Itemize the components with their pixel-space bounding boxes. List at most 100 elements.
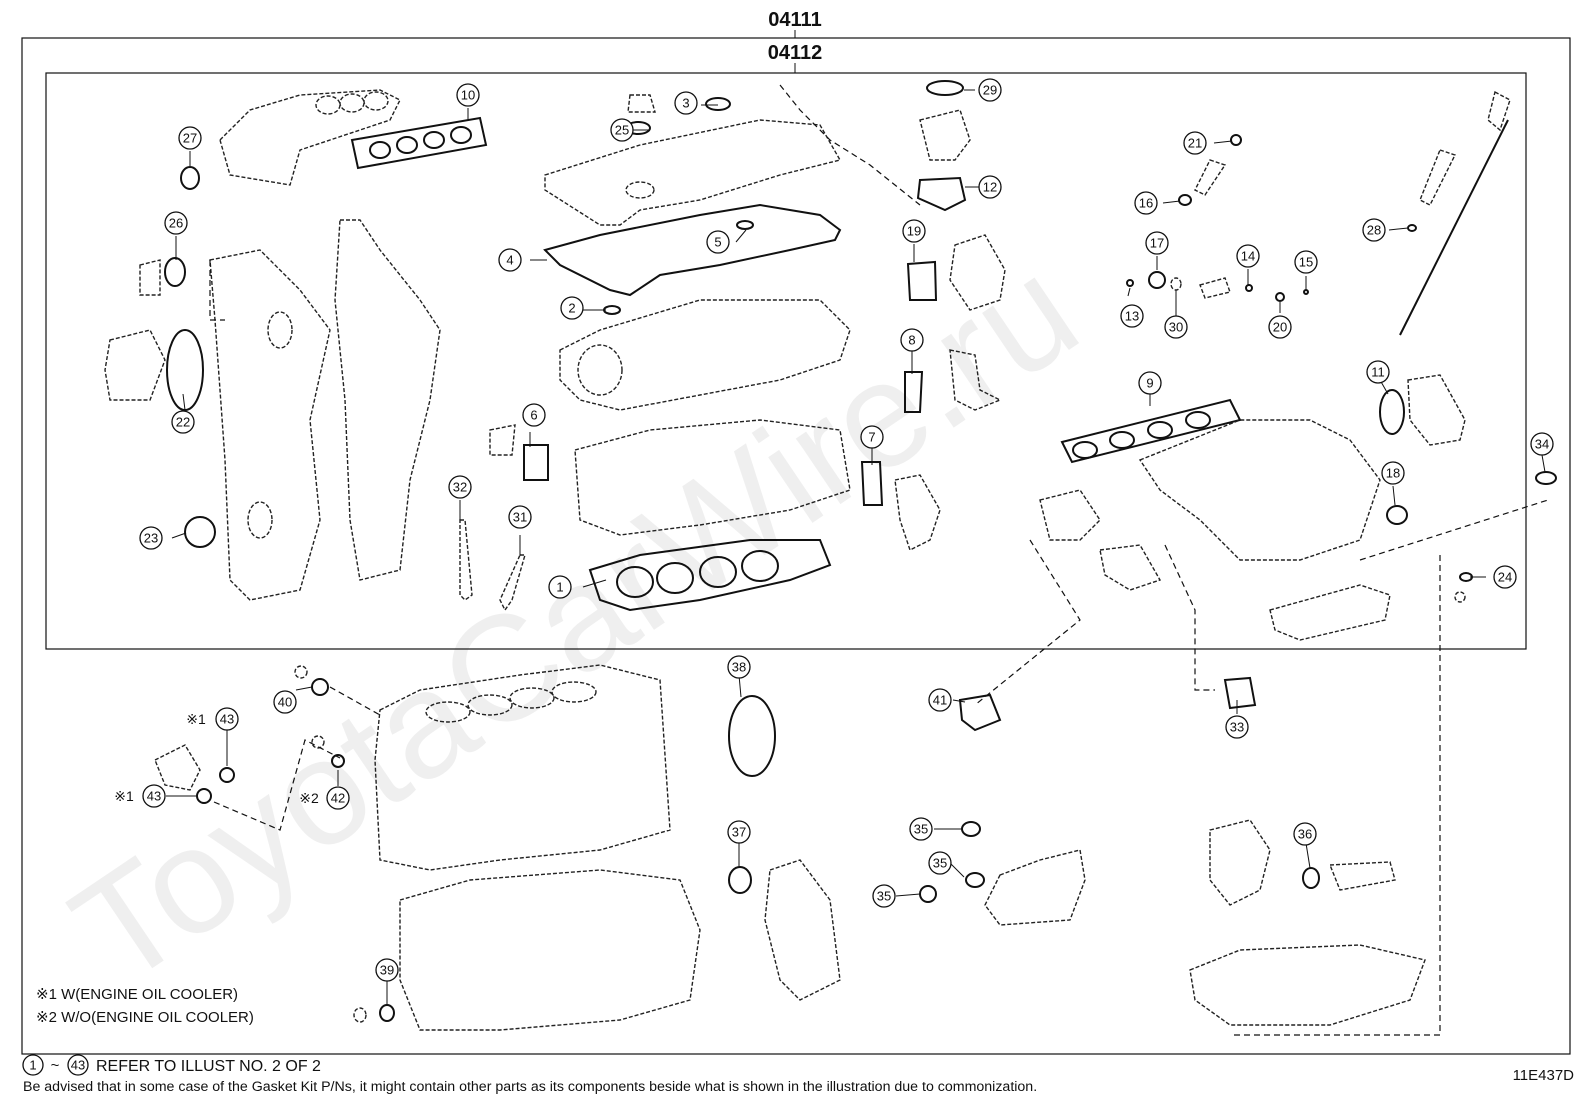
callout-31: 31 [508, 505, 532, 529]
disclaimer-text: Be advised that in some case of the Gask… [23, 1079, 1037, 1095]
callout-35b: 35 [928, 851, 952, 875]
callout-23: 23 [139, 526, 163, 550]
assembly-number-inner: 04112 [768, 42, 823, 64]
svg-text:14: 14 [1241, 249, 1255, 264]
callout-26: 26 [164, 211, 188, 235]
callout-2: 2 [560, 296, 584, 320]
callout-35a: 35 [909, 817, 933, 841]
outer-frame [21, 37, 1571, 1055]
svg-text:15: 15 [1299, 255, 1313, 270]
callout-25: 25 [610, 118, 634, 142]
watermark: ToyotaCarWire.ru [44, 225, 1105, 1017]
range-end-callout: 43 [67, 1054, 89, 1076]
callout-4: 4 [498, 248, 522, 272]
svg-text:41: 41 [933, 693, 947, 708]
callout-29: 29 [978, 78, 1002, 102]
callout-18: 18 [1381, 461, 1405, 485]
svg-text:19: 19 [907, 224, 921, 239]
svg-text:23: 23 [144, 531, 158, 546]
svg-text:37: 37 [732, 825, 746, 840]
svg-text:35: 35 [877, 889, 891, 904]
svg-text:34: 34 [1535, 437, 1549, 452]
range-note-text: REFER TO ILLUST NO. 2 OF 2 [96, 1058, 321, 1075]
svg-text:43: 43 [71, 1058, 85, 1073]
callout-12: 12 [978, 175, 1002, 199]
svg-text:33: 33 [1230, 720, 1244, 735]
callout-6: 6 [522, 403, 546, 427]
svg-text:39: 39 [380, 963, 394, 978]
callout-27: 27 [178, 126, 202, 150]
callout-33: 33 [1225, 715, 1249, 739]
svg-text:42: 42 [331, 791, 345, 806]
callout-34: 34 [1530, 432, 1554, 456]
range-separator: ~ [51, 1057, 60, 1074]
callout-43a: 43 [215, 707, 239, 731]
callout-37: 37 [727, 820, 751, 844]
callouts: 1 2 3 4 5 6 7 8 9 10 11 12 13 14 15 16 1… [114, 78, 1554, 982]
callout-13: 13 [1120, 304, 1144, 328]
svg-text:36: 36 [1298, 827, 1312, 842]
svg-text:1: 1 [556, 580, 563, 595]
range-start-callout: 1 [22, 1054, 44, 1076]
svg-text:2: 2 [568, 301, 575, 316]
svg-text:9: 9 [1146, 376, 1153, 391]
svg-text:10: 10 [461, 88, 475, 103]
callout-19: 19 [902, 219, 926, 243]
inner-frame [45, 72, 1527, 650]
svg-text:1: 1 [29, 1058, 36, 1073]
svg-text:28: 28 [1367, 223, 1381, 238]
svg-text:13: 13 [1125, 309, 1139, 324]
callout-10: 10 [456, 83, 480, 107]
svg-text:11: 11 [1371, 365, 1385, 380]
callout-8: 8 [900, 328, 924, 352]
callout-14: 14 [1236, 244, 1260, 268]
svg-text:18: 18 [1386, 466, 1400, 481]
svg-text:4: 4 [506, 253, 513, 268]
callout-3: 3 [674, 91, 698, 115]
note-with-oil-cooler: ※1 W(ENGINE OIL COOLER) [36, 986, 238, 1003]
callout-21: 21 [1183, 131, 1207, 155]
svg-text:38: 38 [732, 660, 746, 675]
callout-38: 38 [727, 655, 751, 679]
callout-7: 7 [860, 425, 884, 449]
callout-39: 39 [375, 958, 399, 982]
range-note: 1 ~ 43 REFER TO ILLUST NO. 2 OF 2 [22, 1054, 321, 1076]
callout-28: 28 [1362, 218, 1386, 242]
svg-text:22: 22 [176, 415, 190, 430]
marker-note1-bottom: ※1 [114, 788, 134, 804]
svg-text:6: 6 [530, 408, 537, 423]
callout-30: 30 [1164, 315, 1188, 339]
svg-text:27: 27 [183, 131, 197, 146]
svg-text:26: 26 [169, 216, 183, 231]
svg-text:25: 25 [615, 123, 629, 138]
illustration-id: 11E437D [1513, 1067, 1575, 1084]
callout-16: 16 [1134, 191, 1158, 215]
parts-illustration [104, 80, 1557, 641]
svg-text:43: 43 [220, 712, 234, 727]
svg-text:5: 5 [714, 235, 721, 250]
marker-note1-top: ※1 [186, 711, 206, 727]
callout-40: 40 [273, 690, 297, 714]
svg-text:40: 40 [278, 695, 292, 710]
svg-text:12: 12 [983, 180, 997, 195]
svg-text:35: 35 [914, 822, 928, 837]
callout-20: 20 [1268, 315, 1292, 339]
svg-text:7: 7 [868, 430, 875, 445]
svg-text:16: 16 [1139, 196, 1153, 211]
svg-text:21: 21 [1188, 136, 1202, 151]
svg-text:20: 20 [1273, 320, 1287, 335]
callout-24: 24 [1493, 565, 1517, 589]
svg-text:30: 30 [1169, 320, 1183, 335]
svg-text:35: 35 [933, 856, 947, 871]
svg-text:8: 8 [908, 333, 915, 348]
callout-15: 15 [1294, 250, 1318, 274]
svg-text:29: 29 [983, 83, 997, 98]
callout-43b: 43 [142, 784, 166, 808]
callout-17: 17 [1145, 231, 1169, 255]
callout-11: 11 [1366, 360, 1390, 384]
marker-note2: ※2 [299, 790, 319, 806]
callout-5: 5 [706, 230, 730, 254]
callout-22: 22 [171, 410, 195, 434]
callout-32: 32 [448, 475, 472, 499]
